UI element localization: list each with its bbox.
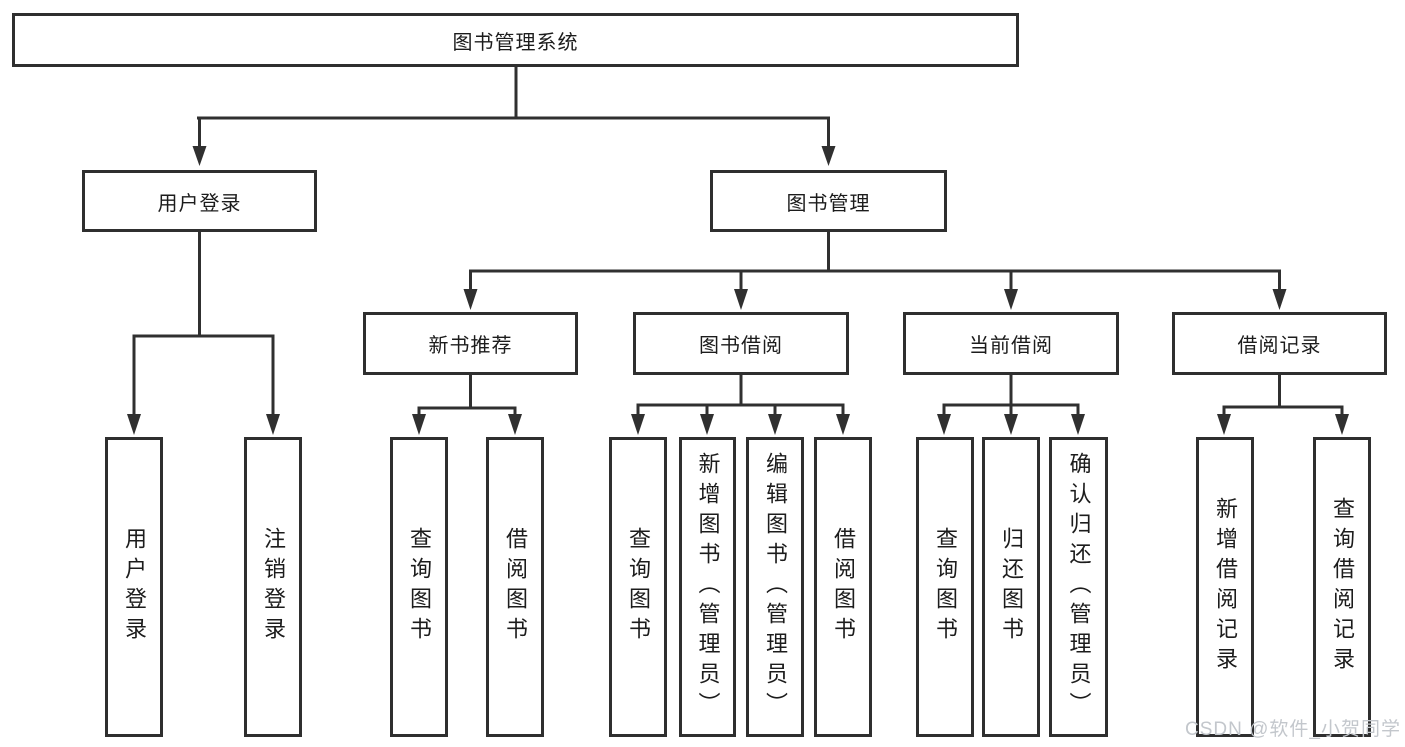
leaf-add-book-admin: 新增图书（管理员）: [679, 437, 736, 737]
leaf-query-borrow-record-label: 查询借阅记录: [1330, 497, 1355, 677]
arrowheads: [127, 146, 1349, 435]
leaf-recommend-query-book-label: 查询图书: [407, 527, 432, 647]
leaf-return-book-label: 归还图书: [999, 527, 1024, 647]
node-book-management-label: 图书管理: [786, 192, 871, 215]
leaf-user-login: 用户登录: [105, 437, 163, 737]
node-current-borrow: 当前借阅: [903, 312, 1119, 375]
leaf-borrow-book-label: 借阅图书: [831, 527, 856, 647]
node-new-book-recommend: 新书推荐: [363, 312, 578, 375]
node-borrow-record-label: 借阅记录: [1237, 335, 1322, 357]
node-book-borrow-label: 图书借阅: [699, 335, 783, 357]
leaf-add-borrow-record: 新增借阅记录: [1196, 437, 1254, 737]
leaf-borrow-book: 借阅图书: [814, 437, 872, 737]
leaf-logout-login-label: 注销登录: [261, 527, 286, 647]
leaf-edit-book-admin-label: 编辑图书（管理员）: [763, 452, 788, 722]
leaf-add-book-admin-label: 新增图书（管理员）: [695, 452, 721, 722]
node-book-management: 图书管理: [710, 170, 947, 232]
node-root: 图书管理系统: [12, 13, 1019, 67]
leaf-current-query-book: 查询图书: [916, 437, 974, 737]
leaf-current-query-book-label: 查询图书: [933, 527, 958, 647]
node-new-book-recommend-label: 新书推荐: [428, 335, 513, 357]
leaf-return-book: 归还图书: [982, 437, 1040, 737]
node-root-label: 图书管理系统: [452, 31, 579, 54]
node-current-borrow-label: 当前借阅: [969, 335, 1053, 357]
connector-paths: [132, 67, 1344, 418]
leaf-recommend-borrow-book-label: 借阅图书: [503, 527, 528, 647]
leaf-add-borrow-record-label: 新增借阅记录: [1213, 497, 1238, 677]
leaf-query-borrow-record: 查询借阅记录: [1313, 437, 1371, 737]
leaf-confirm-return-admin-label: 确认归还（管理员）: [1066, 452, 1092, 722]
leaf-borrow-query-book-label: 查询图书: [626, 527, 651, 647]
node-borrow-record: 借阅记录: [1172, 312, 1387, 375]
leaf-borrow-query-book: 查询图书: [609, 437, 667, 737]
watermark-text: CSDN @软件_小贺同学: [1185, 719, 1401, 740]
leaf-recommend-query-book: 查询图书: [390, 437, 448, 737]
leaf-edit-book-admin: 编辑图书（管理员）: [746, 437, 804, 737]
node-user-login: 用户登录: [82, 170, 317, 232]
leaf-logout-login: 注销登录: [244, 437, 302, 737]
node-book-borrow: 图书借阅: [633, 312, 849, 375]
leaf-user-login-label: 用户登录: [122, 527, 147, 647]
leaf-confirm-return-admin: 确认归还（管理员）: [1049, 437, 1108, 737]
leaf-recommend-borrow-book: 借阅图书: [486, 437, 544, 737]
node-user-login-label: 用户登录: [157, 192, 242, 215]
